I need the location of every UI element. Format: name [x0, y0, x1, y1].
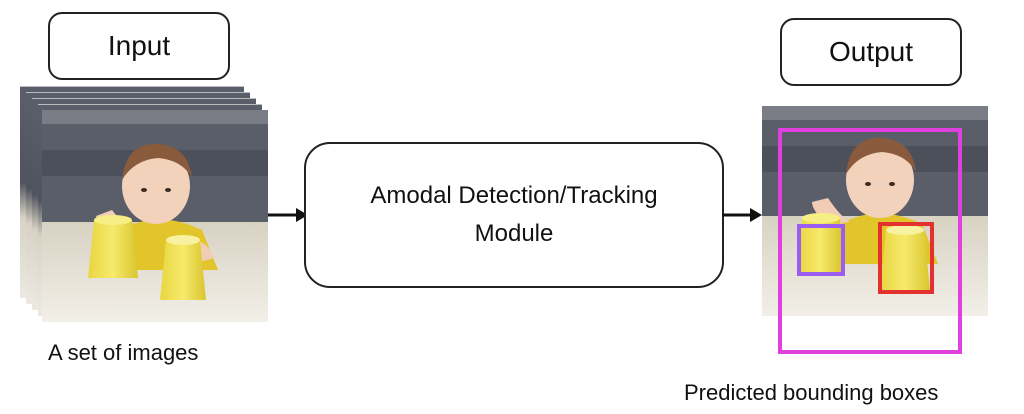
output-caption: Predicted bounding boxes — [684, 380, 939, 405]
arrow-right-icon — [722, 208, 762, 222]
input-image-stack — [20, 84, 280, 324]
child-with-cups-illustration — [42, 110, 268, 322]
bounding-box-full — [778, 128, 962, 354]
module-text-line-1: Amodal Detection/Tracking — [370, 182, 658, 209]
bounding-box-left-cup — [797, 224, 845, 276]
arrow-right-icon — [268, 208, 308, 222]
input-caption: A set of images — [48, 340, 199, 365]
input-photo — [42, 110, 268, 322]
module-text-line-2: Module — [474, 220, 554, 247]
input-label: Input — [48, 12, 230, 80]
output-label: Output — [780, 18, 962, 86]
bounding-box-right-cup — [878, 222, 934, 294]
amodal-detection-tracking-module: Amodal Detection/Tracking Module — [304, 142, 724, 288]
